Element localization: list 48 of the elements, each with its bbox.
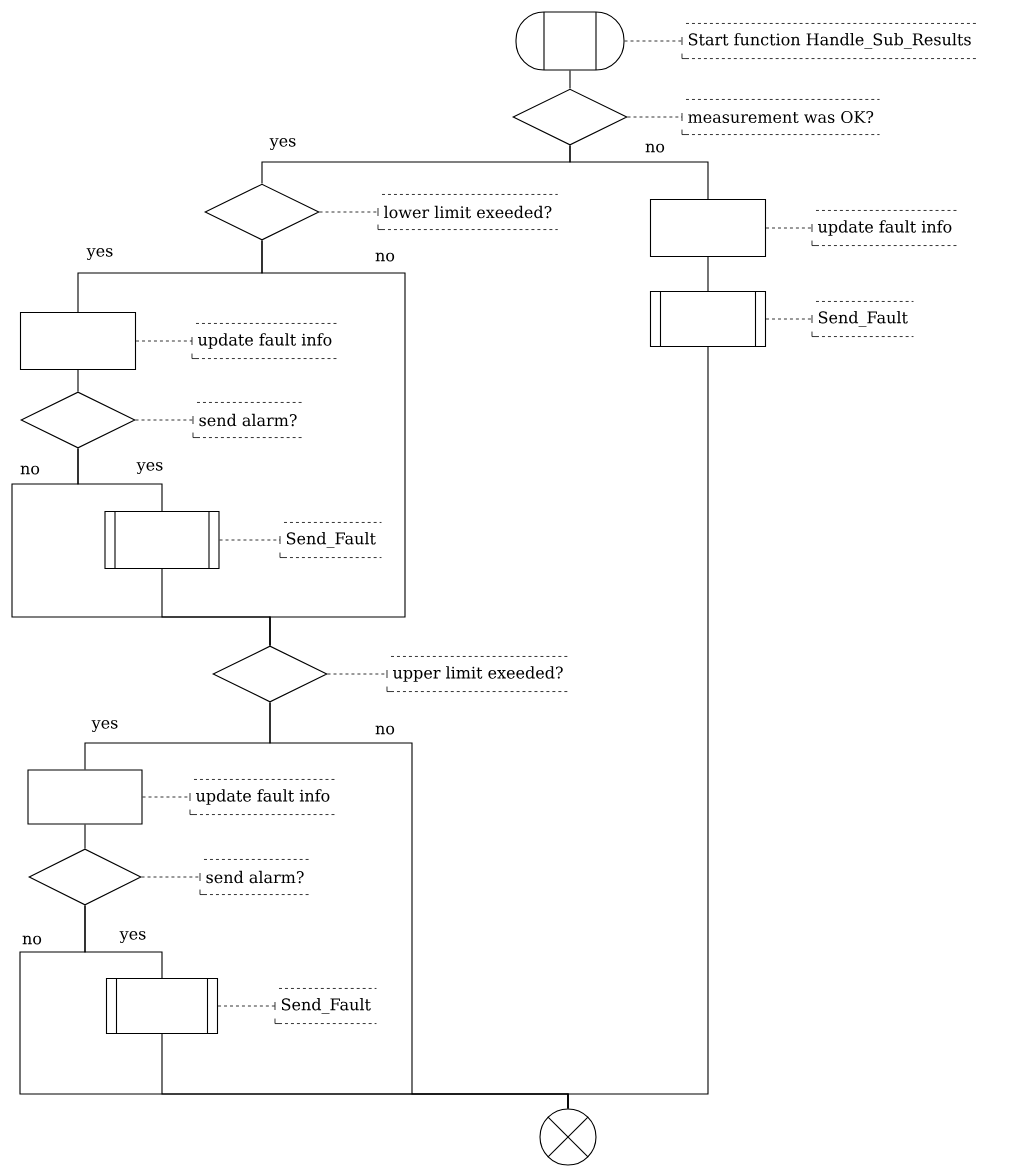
flow-line [707, 256, 709, 292]
leader-line [627, 116, 683, 118]
edge-label: no [21, 934, 43, 946]
end-connector [539, 1108, 597, 1166]
edge-label: no [644, 142, 666, 154]
annotation-note: Send_Fault [274, 988, 377, 1024]
decision-diamond [28, 848, 142, 906]
annotation-note: send alarm? [199, 859, 311, 895]
annotation-note: send alarm? [192, 402, 304, 438]
leader-line [624, 40, 683, 42]
leader-line [135, 419, 194, 421]
edge-label: yes [118, 929, 148, 945]
edge-label: yes [268, 136, 298, 152]
annotation-note: update fault info [189, 779, 337, 815]
flow-line [569, 145, 709, 200]
subroutine-box [104, 510, 220, 570]
leader-line [217, 1005, 276, 1007]
edge-label: yes [90, 718, 120, 734]
flow-line [161, 568, 271, 646]
annotation-note: Send_Fault [811, 301, 914, 337]
annotation-note: measurement was OK? [681, 99, 880, 135]
annotation-note: Start function Handle_Sub_Results [681, 23, 978, 59]
edge-label: yes [135, 460, 165, 476]
leader-line [319, 211, 379, 213]
leader-line [765, 227, 813, 229]
edge-label: no [19, 464, 41, 476]
annotation-note: update fault info [811, 210, 959, 246]
subroutine-box [649, 290, 767, 348]
flow-line [84, 824, 86, 849]
annotation-note: Send_Fault [279, 522, 382, 558]
annotation-note: upper limit exeeded? [386, 656, 570, 692]
edge-label: no [374, 251, 396, 263]
flow-line [77, 369, 79, 392]
flow-line [161, 1033, 569, 1109]
terminator-shape [515, 11, 625, 71]
edge-label: no [374, 724, 396, 736]
leader-line [219, 539, 281, 541]
annotation-note: lower limit exeeded? [377, 194, 559, 230]
leader-line [141, 876, 201, 878]
process-box [19, 311, 137, 371]
annotation-note: update fault info [191, 323, 339, 359]
edge-label: yes [85, 246, 115, 262]
leader-line [135, 340, 193, 342]
leader-line [765, 318, 813, 320]
process-box [27, 769, 143, 825]
process-box [649, 198, 767, 258]
subroutine-box [105, 977, 219, 1035]
flow-line [569, 70, 571, 89]
